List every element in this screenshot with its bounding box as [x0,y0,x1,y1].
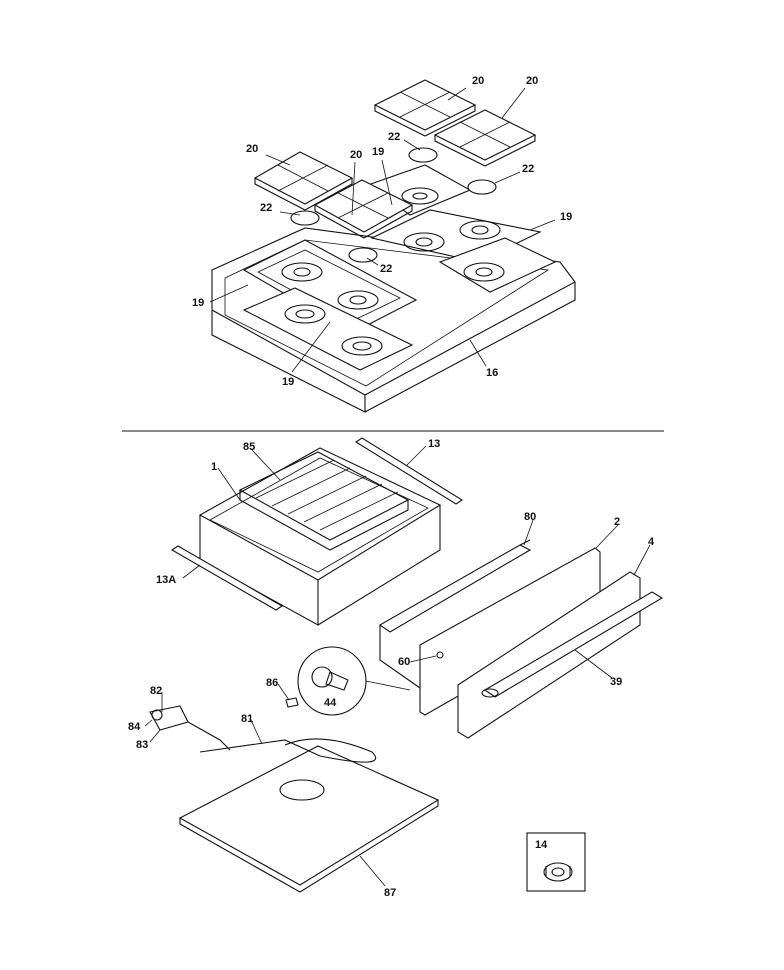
burner-cap-2 [348,247,378,263]
burner-pan-front [242,287,414,371]
callout-cap-center: 22 [380,263,392,275]
callout-bake-element: 81 [241,713,253,725]
callout-door-seal: 80 [524,511,536,523]
bottom-panel [178,745,440,893]
door-handle [481,591,664,698]
callout-control-knob: 44 [324,697,337,709]
bake-element [199,738,377,801]
callout-screw: 60 [398,656,410,668]
upper-leader-lines [209,87,556,373]
grate-back-left [373,79,477,137]
thermostat-assembly [149,705,231,751]
callout-bracket-small: 84 [128,721,141,733]
oven-assembly: 1 85 13 13A 2 4 80 60 39 44 86 81 82 84 … [128,437,664,899]
burner-cap-1 [290,210,320,226]
callout-pan-bottom: 19 [282,376,294,388]
oven-rack [238,451,410,551]
grate-back-right [433,109,537,167]
callout-bracket: 86 [266,677,278,689]
cooktop-assembly: 20 20 20 20 22 22 22 22 19 19 19 19 16 [192,75,576,413]
callout-handle: 39 [610,676,622,688]
callout-grate-left: 20 [246,143,258,155]
bracket-86 [285,697,299,708]
callout-cap-left: 22 [260,202,272,214]
burner-pan-left [242,239,418,334]
knob-callout [297,646,411,716]
lower-leader-lines [144,445,651,887]
grate-center [313,179,414,239]
grate-left [253,151,354,211]
callout-thermostat: 82 [150,685,162,697]
callout-bottom-panel: 87 [384,887,396,899]
oven-cavity [198,447,442,626]
callout-door-outer: 4 [648,536,655,548]
callout-pan-right: 19 [560,211,572,223]
callout-inset-knob: 14 [535,839,548,851]
callout-cap-back-left: 22 [388,131,400,143]
callout-door-frame: 2 [614,516,620,528]
screw-60 [436,651,444,659]
callout-oven-rack: 85 [243,441,255,453]
callout-rail-right: 13 [428,438,440,450]
burner-cap-3 [408,147,438,163]
callout-grate-back-left: 20 [472,75,484,87]
callout-grate-center: 20 [350,149,362,161]
burner-cap-4 [467,179,497,195]
callout-rail-left: 13A [156,574,176,586]
callout-cap-back-right: 22 [522,163,534,175]
callout-pan-left: 19 [192,297,204,309]
callout-cooktop: 16 [486,367,498,379]
callout-oven-cavity: 1 [211,461,217,473]
rail-left [170,545,284,611]
rail-right [354,437,464,505]
callout-screw-small: 83 [136,739,148,751]
inset-box: 14 [526,832,586,892]
callout-pan-top: 19 [372,146,384,158]
callout-grate-back-right: 20 [526,75,538,87]
